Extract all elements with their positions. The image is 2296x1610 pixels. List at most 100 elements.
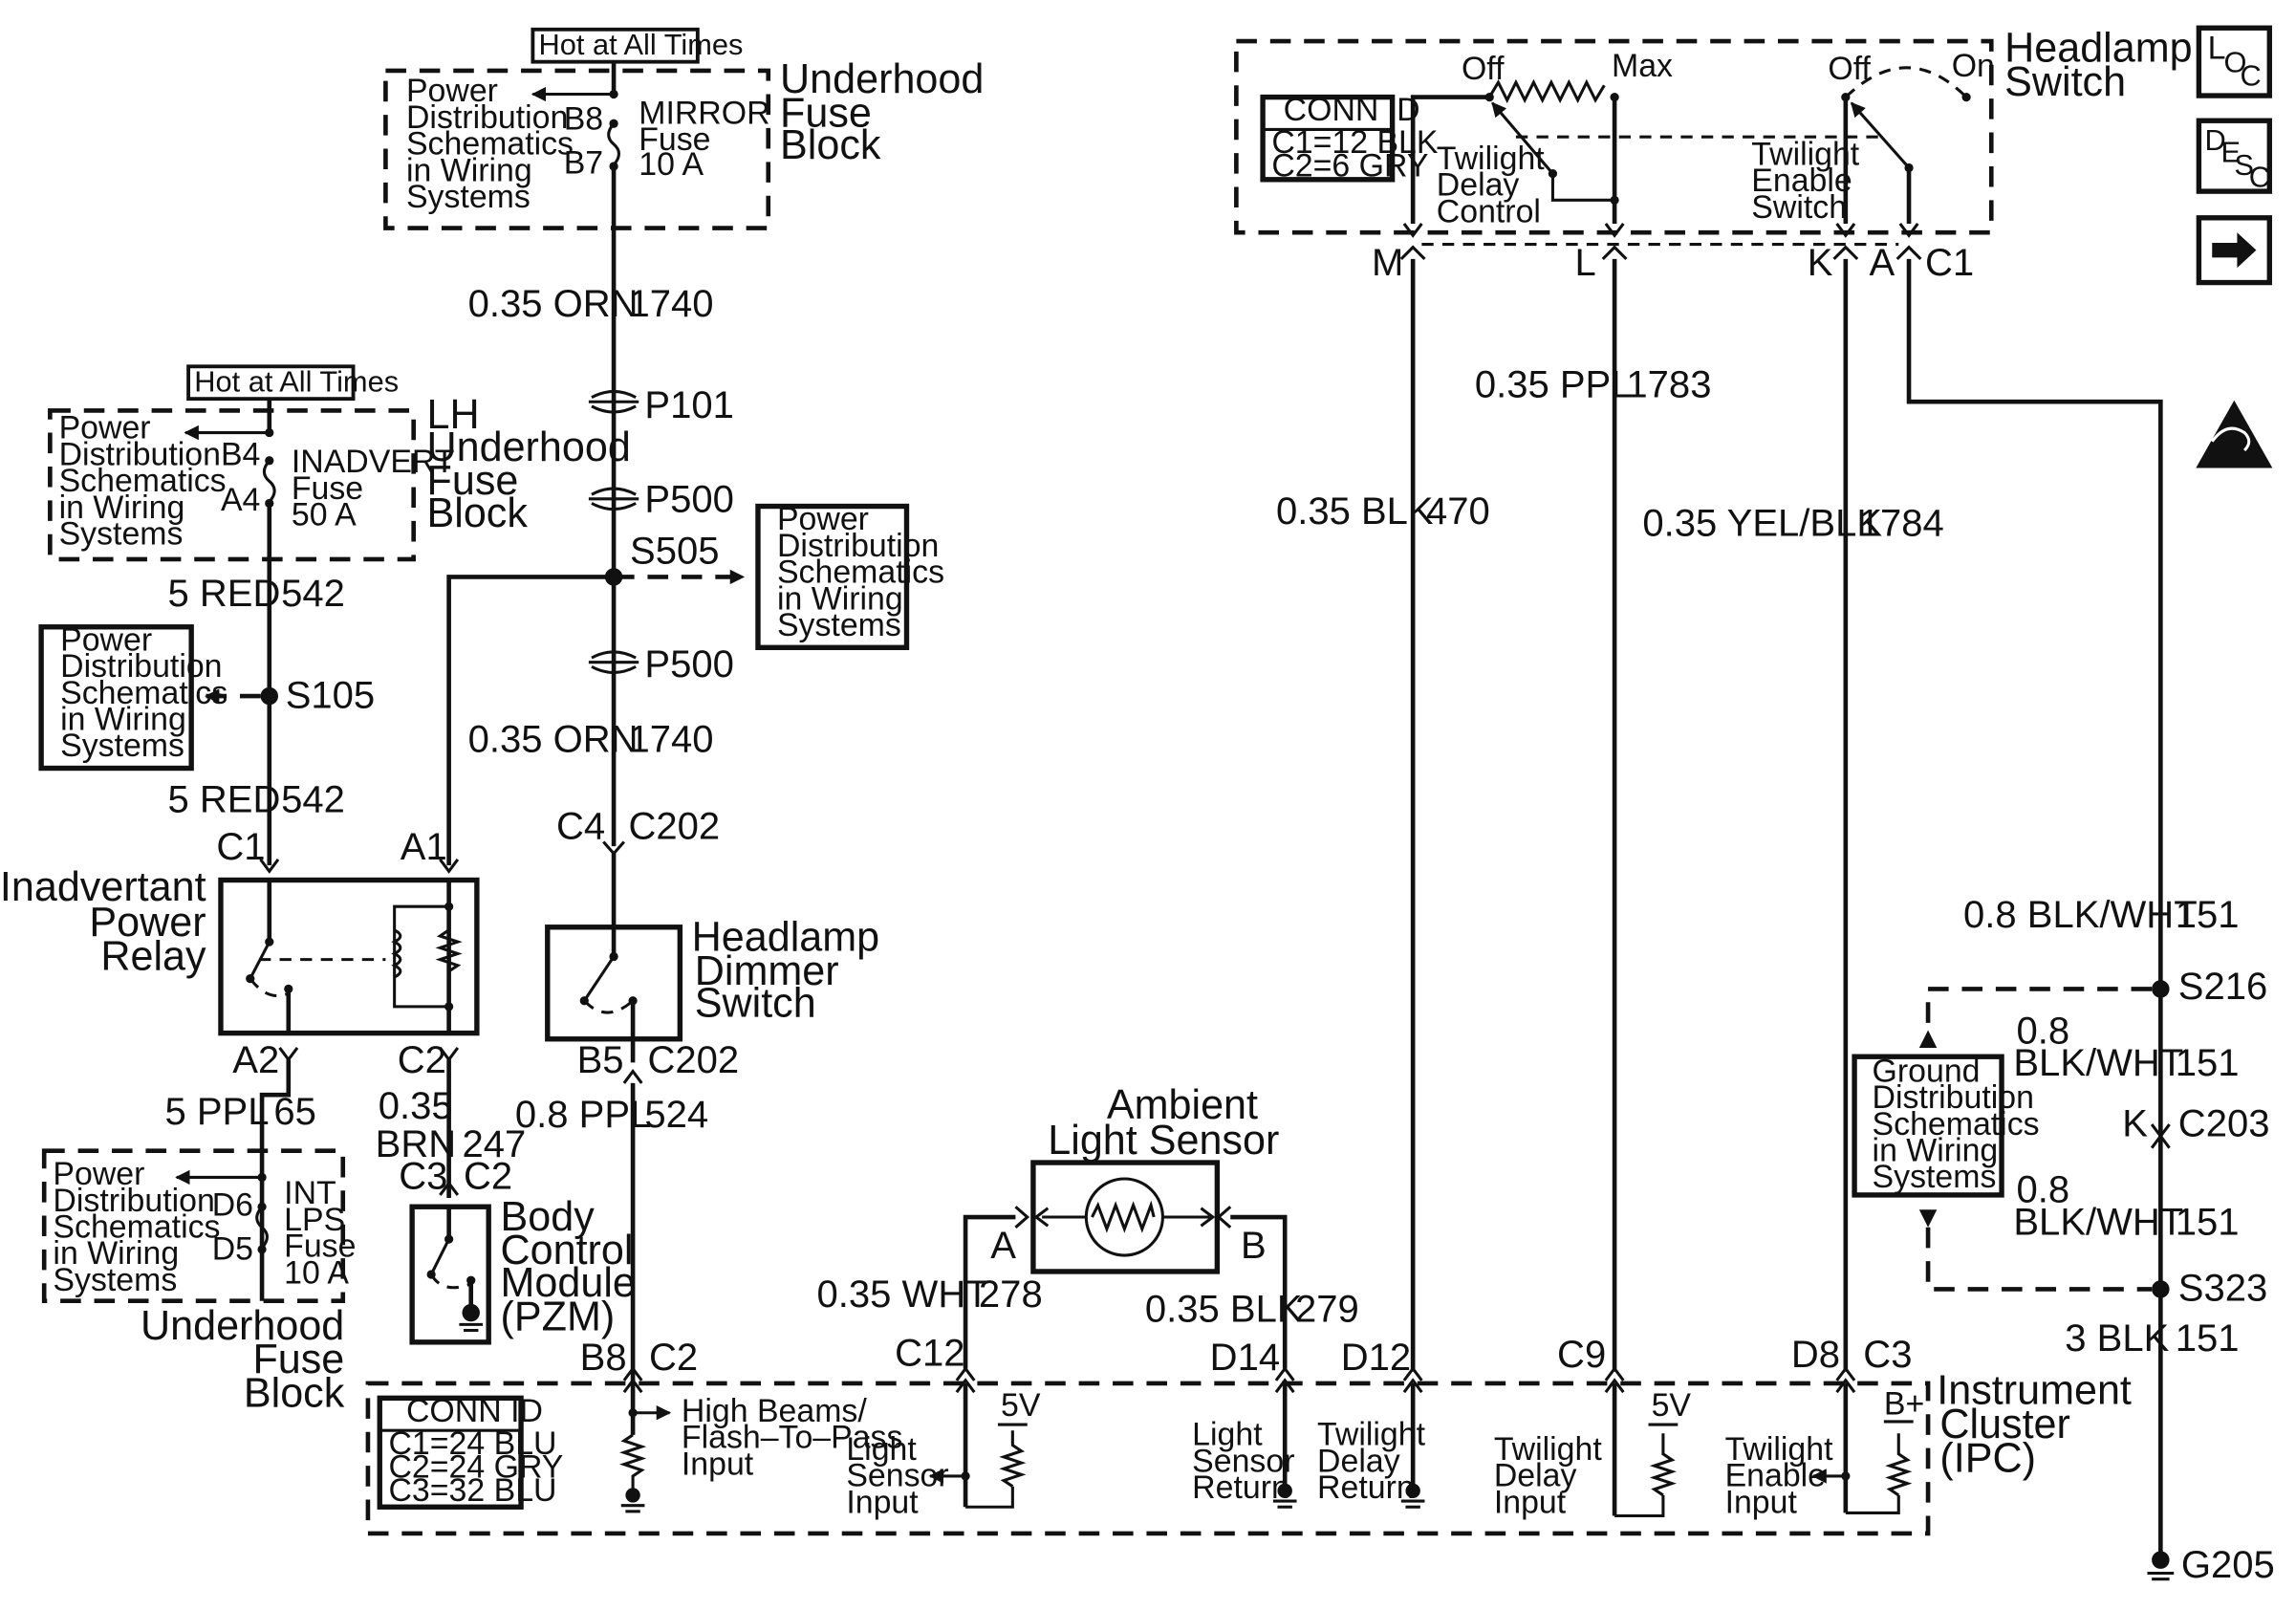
svg-text:O: O — [2224, 45, 2247, 78]
hot-at-all-times-tag-mirror: Hot at All Times — [531, 27, 743, 64]
svg-text:K: K — [1808, 242, 1833, 284]
svg-text:Distribution: Distribution — [53, 1183, 214, 1219]
lower-underhood-fuse-block: Power Distribution Schematics in Wiring … — [41, 1148, 356, 1304]
svg-text:A: A — [990, 1225, 1016, 1267]
svg-text:470: 470 — [1426, 490, 1490, 533]
svg-text:279: 279 — [1295, 1288, 1359, 1330]
svg-text:C2=6 GRY: C2=6 GRY — [1271, 148, 1428, 185]
svg-text:CONN ID: CONN ID — [406, 1393, 543, 1429]
svg-text:Twilight: Twilight — [1317, 1417, 1426, 1453]
svg-text:10 A: 10 A — [639, 146, 704, 183]
svg-text:Ambient: Ambient — [1107, 1082, 1258, 1128]
svg-text:A2: A2 — [232, 1039, 279, 1081]
svg-text:B7: B7 — [564, 145, 603, 182]
svg-text:P500: P500 — [644, 643, 733, 685]
svg-text:C1=12 BLK: C1=12 BLK — [1271, 124, 1439, 161]
svg-text:D14: D14 — [1210, 1337, 1280, 1379]
svg-text:CONN ID: CONN ID — [1284, 92, 1420, 128]
svg-text:Fuse: Fuse — [427, 458, 519, 504]
svg-text:Systems: Systems — [406, 179, 531, 215]
hot-at-all-times-tag-inadvert: Hot at All Times — [186, 364, 399, 402]
svg-text:0.8 PPL: 0.8 PPL — [515, 1094, 651, 1136]
svg-text:in Wiring: in Wiring — [53, 1235, 179, 1272]
svg-text:Enable: Enable — [1725, 1458, 1826, 1494]
arrow-right-icon[interactable] — [2196, 215, 2272, 286]
splice-s323 — [2152, 1280, 2170, 1298]
svg-text:in Wiring: in Wiring — [60, 701, 186, 737]
svg-text:0.35 BLK: 0.35 BLK — [1276, 490, 1434, 533]
svg-text:Schematics: Schematics — [59, 463, 227, 499]
svg-text:0.8: 0.8 — [2016, 1010, 2069, 1052]
svg-text:C1: C1 — [216, 826, 265, 868]
svg-text:B8: B8 — [564, 100, 603, 137]
svg-text:S: S — [2234, 148, 2254, 182]
inadvertent-power-relay — [218, 877, 480, 1036]
svg-text:Delay: Delay — [1437, 167, 1520, 204]
svg-text:D6: D6 — [212, 1186, 253, 1223]
svg-text:(IPC): (IPC) — [1939, 1435, 2036, 1481]
svg-text:Block: Block — [780, 122, 881, 168]
svg-text:Schematics: Schematics — [53, 1209, 220, 1246]
svg-text:151: 151 — [2176, 1201, 2240, 1243]
svg-text:0.35 ORN: 0.35 ORN — [468, 283, 639, 325]
svg-text:Control: Control — [501, 1228, 634, 1273]
svg-text:Headlamp: Headlamp — [2004, 26, 2192, 72]
svg-text:C3: C3 — [1863, 1334, 1912, 1376]
svg-text:Dimmer: Dimmer — [695, 948, 839, 994]
svg-text:5V: 5V — [1652, 1387, 1692, 1424]
svg-text:Switch: Switch — [695, 981, 816, 1027]
svg-text:Input: Input — [846, 1484, 919, 1520]
description-icon[interactable]: D E S C — [2196, 118, 2272, 194]
svg-text:S323: S323 — [2178, 1268, 2267, 1310]
svg-text:0.35: 0.35 — [379, 1085, 453, 1127]
svg-text:G205: G205 — [2181, 1544, 2275, 1586]
svg-text:Fuse: Fuse — [639, 121, 710, 158]
svg-text:B+: B+ — [1884, 1385, 1924, 1422]
svg-text:L: L — [2208, 31, 2226, 67]
svg-text:Fuse: Fuse — [780, 90, 872, 136]
svg-text:Systems: Systems — [60, 728, 184, 764]
svg-text:65: 65 — [273, 1091, 316, 1133]
svg-text:Ground: Ground — [1873, 1053, 1981, 1089]
svg-text:Power: Power — [777, 501, 869, 537]
svg-text:C: C — [2240, 58, 2261, 92]
svg-text:Fuse: Fuse — [292, 470, 363, 507]
svg-text:Power: Power — [406, 73, 498, 109]
svg-text:C4: C4 — [556, 805, 605, 847]
svg-text:S105: S105 — [286, 674, 375, 716]
svg-text:524: 524 — [644, 1094, 708, 1136]
body-control-module — [409, 1204, 491, 1345]
svg-text:E: E — [2220, 135, 2241, 168]
svg-text:D: D — [2205, 123, 2226, 157]
svg-text:M: M — [1372, 242, 1403, 284]
svg-text:C2=24 GRY: C2=24 GRY — [388, 1448, 563, 1485]
svg-text:0.35 BLK: 0.35 BLK — [1145, 1288, 1303, 1330]
svg-text:High Beams/: High Beams/ — [682, 1393, 867, 1429]
svg-text:MIRROR: MIRROR — [639, 95, 769, 131]
svg-text:D5: D5 — [212, 1231, 253, 1268]
svg-text:Schematics: Schematics — [777, 555, 944, 591]
svg-text:1783: 1783 — [1626, 364, 1711, 406]
splice-s105 — [260, 686, 279, 706]
svg-text:Twilight: Twilight — [1494, 1431, 1603, 1468]
svg-text:K: K — [2122, 1102, 2148, 1144]
svg-text:151: 151 — [2176, 894, 2240, 936]
svg-text:S505: S505 — [630, 531, 719, 573]
svg-text:INT: INT — [284, 1175, 336, 1211]
svg-text:in Wiring: in Wiring — [59, 490, 185, 526]
svg-text:542: 542 — [281, 573, 345, 615]
svg-text:Distribution: Distribution — [59, 436, 221, 472]
location-icon[interactable]: L O C — [2196, 25, 2272, 98]
svg-text:3 BLK: 3 BLK — [2065, 1317, 2169, 1360]
svg-text:D12: D12 — [1341, 1337, 1411, 1379]
svg-text:(PZM): (PZM) — [501, 1295, 616, 1340]
svg-text:Max: Max — [1612, 48, 1673, 84]
svg-text:C202: C202 — [628, 805, 720, 847]
svg-text:L: L — [1575, 242, 1596, 284]
ambient-light-sensor — [1030, 1160, 1221, 1274]
svg-text:Input: Input — [1725, 1484, 1798, 1520]
svg-text:Schematics: Schematics — [406, 126, 574, 163]
svg-text:Body: Body — [501, 1194, 596, 1240]
svg-text:A1: A1 — [401, 826, 447, 868]
